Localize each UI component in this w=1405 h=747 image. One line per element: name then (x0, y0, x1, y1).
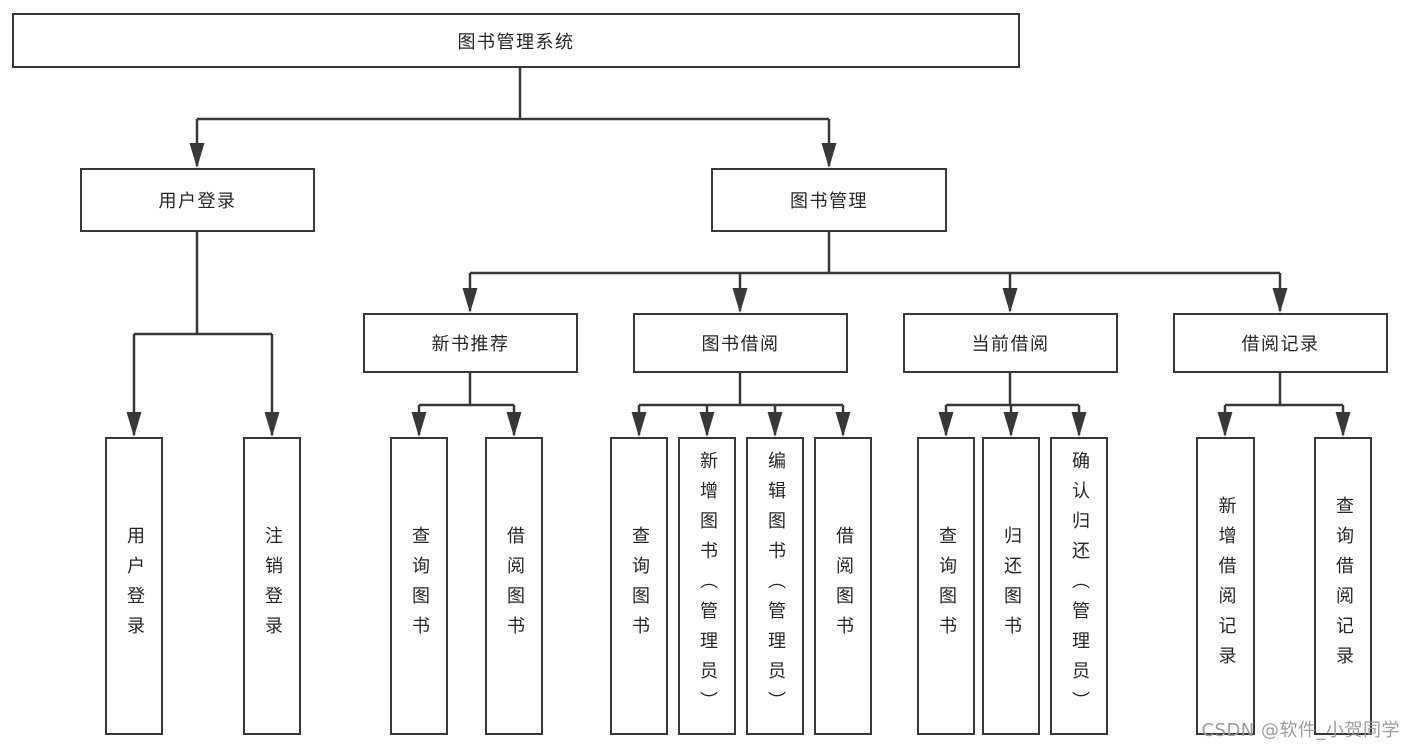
leaf-logout-login: 注销登录 (243, 437, 301, 735)
arrowhead-icon (767, 412, 783, 437)
leaf-recommend-borrow-book-label: 借阅图书 (504, 526, 525, 646)
arrowheads (126, 143, 1351, 437)
connector-book-management (468, 232, 1282, 311)
arrowhead-icon (1335, 412, 1351, 437)
arrowhead-icon (1002, 288, 1018, 313)
node-borrow-records: 借阅记录 (1173, 313, 1388, 373)
arrowhead-icon (506, 412, 522, 437)
arrowhead-icon (835, 412, 851, 437)
arrowhead-icon (411, 412, 427, 437)
node-user-login: 用户登录 (80, 168, 315, 232)
leaf-return-book: 归还图书 (982, 437, 1040, 735)
connector-root (195, 68, 831, 166)
leaf-borrow-query-book: 查询图书 (610, 437, 668, 735)
leaf-user-login: 用户登录 (105, 437, 163, 735)
node-borrow-records-label: 借阅记录 (1241, 334, 1320, 355)
leaf-add-borrow-record-label: 新增借阅记录 (1215, 496, 1237, 676)
node-book-borrow-label: 图书借阅 (701, 334, 780, 355)
arrowhead-icon (699, 412, 715, 437)
arrowhead-icon (1272, 288, 1288, 313)
leaf-edit-book-admin-label: 编辑图书（管理员） (765, 451, 786, 721)
arrowhead-icon (126, 412, 142, 437)
arrowhead-icon (189, 143, 205, 168)
leaf-current-query-book-label: 查询图书 (936, 526, 957, 646)
watermark: CSDN @软件_小贺同学 (1201, 720, 1400, 741)
leaf-add-borrow-record: 新增借阅记录 (1196, 437, 1255, 735)
arrowhead-icon (821, 143, 837, 168)
arrowhead-icon (1071, 412, 1087, 437)
arrowhead-icon (462, 288, 478, 313)
arrowhead-icon (264, 412, 280, 437)
leaf-borrow-book-label: 借阅图书 (833, 526, 854, 646)
connector-borrow-records (1223, 373, 1345, 435)
leaf-recommend-borrow-book: 借阅图书 (485, 437, 543, 735)
leaf-recommend-query-book-label: 查询图书 (409, 526, 430, 646)
leaf-return-book-label: 归还图书 (1001, 526, 1022, 646)
node-library-management-system-label: 图书管理系统 (457, 31, 575, 53)
leaf-current-query-book: 查询图书 (917, 437, 975, 735)
node-current-borrow: 当前借阅 (903, 313, 1118, 373)
node-current-borrow-label: 当前借阅 (971, 334, 1050, 355)
node-book-borrow: 图书借阅 (633, 313, 848, 373)
connector-new-book-recommend (417, 373, 516, 435)
leaf-borrow-query-book-label: 查询图书 (629, 526, 650, 646)
leaf-logout-login-label: 注销登录 (262, 526, 283, 646)
node-book-management-label: 图书管理 (790, 191, 868, 212)
node-user-login-label: 用户登录 (158, 191, 237, 212)
node-new-book-recommend: 新书推荐 (363, 313, 578, 373)
leaf-add-book-admin: 新增图书（管理员） (678, 437, 736, 735)
leaf-confirm-return-admin: 确认归还（管理员） (1050, 437, 1108, 735)
leaf-add-book-admin-label: 新增图书（管理员） (697, 451, 718, 721)
leaf-user-login-label: 用户登录 (124, 526, 145, 646)
leaf-borrow-book: 借阅图书 (814, 437, 872, 735)
leaf-query-borrow-record: 查询借阅记录 (1314, 437, 1372, 735)
leaf-query-borrow-record-label: 查询借阅记录 (1333, 496, 1354, 676)
arrowhead-icon (1003, 412, 1019, 437)
connector-book-borrow (637, 373, 845, 435)
leaf-recommend-query-book: 查询图书 (390, 437, 448, 735)
leaf-edit-book-admin: 编辑图书（管理员） (746, 437, 804, 735)
arrowhead-icon (631, 412, 647, 437)
node-library-management-system: 图书管理系统 (12, 13, 1020, 68)
arrowhead-icon (938, 412, 954, 437)
arrowhead-icon (732, 288, 748, 313)
connector-user-login (132, 232, 274, 435)
leaf-confirm-return-admin-label: 确认归还（管理员） (1069, 451, 1090, 721)
node-new-book-recommend-label: 新书推荐 (431, 334, 510, 355)
node-book-management: 图书管理 (711, 168, 947, 232)
arrowhead-icon (1217, 412, 1233, 437)
